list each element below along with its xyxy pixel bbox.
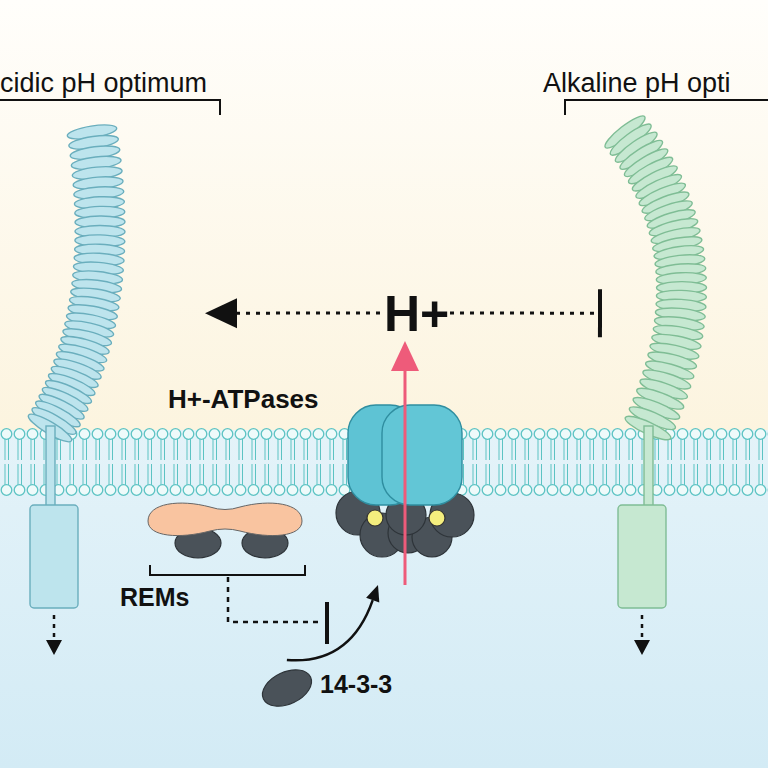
kinase-domain: [30, 505, 78, 608]
arrowhead: [391, 341, 419, 371]
phospho-site: [367, 510, 383, 526]
extracellular-space: [0, 0, 768, 430]
signal-line: [53, 615, 56, 642]
inhibition-bar: [325, 602, 329, 644]
acidic-receptor-shape: [0, 60, 205, 660]
connector-line: [237, 312, 380, 315]
heading-bracket: [0, 100, 220, 115]
proton-pump: H+-ATPases: [330, 405, 480, 585]
receptor-heading: cidic pH optimum: [0, 70, 207, 97]
connector-line: [287, 600, 373, 660]
receptor-heading: Alkaline pH opti: [543, 70, 731, 97]
signal-arrowhead: [634, 640, 650, 655]
proton-pump-shape: [330, 405, 480, 585]
protein-oval: [257, 663, 318, 714]
acidic-receptor: cidic pH optimum: [0, 60, 205, 660]
pump-half: [382, 405, 462, 505]
alkaline-receptor-shape: [600, 60, 768, 660]
connector: [391, 341, 419, 585]
heading-bracket: [565, 100, 768, 115]
alkaline-receptor: Alkaline pH opti: [600, 60, 768, 660]
transmembrane-stalk: [644, 426, 653, 506]
connector: [205, 298, 380, 328]
proton-label: H+: [380, 285, 450, 341]
connector-line: [450, 312, 600, 315]
arrowhead: [205, 298, 237, 328]
rem-label: REMs: [120, 585, 189, 610]
regulatory-protein: 14-3-3: [258, 660, 410, 710]
connector: [287, 585, 379, 660]
phospho-site: [429, 510, 445, 526]
inhibition-line: [228, 577, 322, 622]
proton-symbol: H+: [384, 289, 449, 339]
rem-bracket: [150, 565, 305, 575]
connector-line: [403, 371, 406, 585]
transmembrane-stalk: [46, 426, 55, 506]
inhibition-bar: [598, 289, 602, 337]
arrowhead: [366, 585, 379, 602]
rem-body: [148, 503, 302, 535]
pump-label: H+-ATPases: [168, 386, 319, 412]
kinase-domain: [618, 505, 666, 608]
protein-label: 14-3-3: [320, 672, 392, 697]
connector: [450, 289, 600, 337]
signal-arrowhead: [46, 640, 62, 655]
signal-line: [641, 615, 644, 642]
rem-proteins: REMs: [140, 495, 310, 625]
